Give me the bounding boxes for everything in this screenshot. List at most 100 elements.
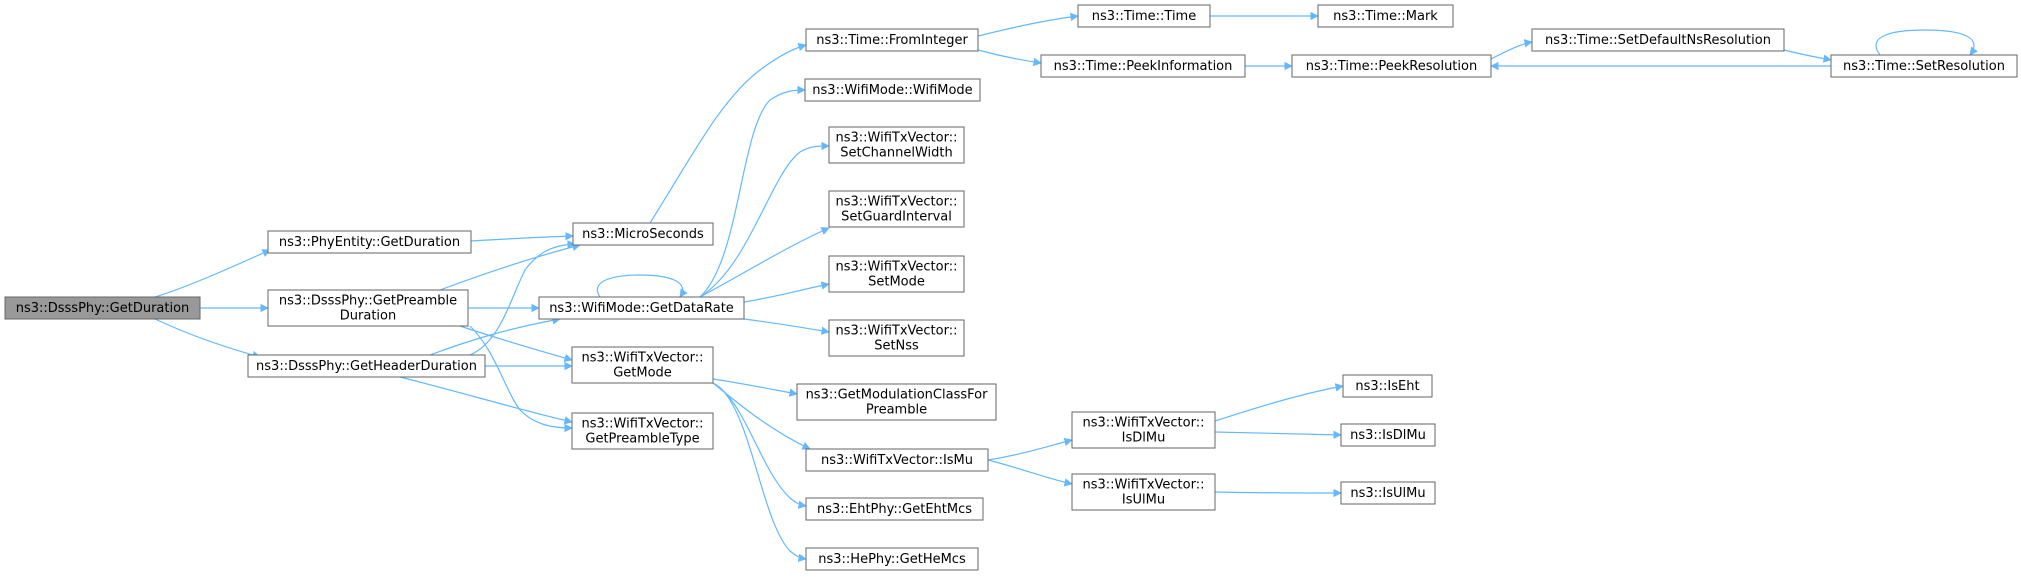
edge-getpreambleduration-to-getmode	[459, 325, 573, 362]
node-box[interactable]	[1340, 423, 1436, 447]
node-label-line: ns3::WifiMode::GetDataRate	[549, 301, 734, 316]
node-label-line: ns3::IsUlMu	[1350, 486, 1425, 501]
node-box[interactable]	[805, 448, 989, 472]
edge-getdatarate-to-getdatarate	[596, 274, 688, 298]
node-box[interactable]	[828, 319, 965, 357]
node-box[interactable]	[805, 497, 984, 521]
node-getmode[interactable]: ns3::WifiTxVector::GetMode	[571, 346, 714, 384]
node-label-line: ns3::EhtPhy::GetEhtMcs	[817, 502, 972, 517]
node-iseht[interactable]: ns3::IsEht	[1342, 374, 1433, 398]
node-time_ctor[interactable]: ns3::Time::Time	[1077, 4, 1211, 28]
node-box[interactable]	[1040, 54, 1246, 78]
node-getduration_root[interactable]: ns3::DsssPhy::GetDuration	[4, 296, 201, 320]
node-box[interactable]	[828, 190, 965, 228]
node-getehtmcs[interactable]: ns3::EhtPhy::GetEhtMcs	[805, 497, 984, 521]
edge-getpreambleduration-to-getpreambletype	[469, 325, 573, 433]
node-label-line: ns3::Time::Time	[1092, 9, 1196, 24]
edge-frominteger-to-time_ctor	[977, 12, 1079, 37]
node-microseconds[interactable]: ns3::MicroSeconds	[572, 222, 714, 246]
node-box[interactable]	[1342, 374, 1433, 398]
node-label-line: IsUlMu	[1122, 493, 1165, 508]
node-ismu[interactable]: ns3::WifiTxVector::IsMu	[805, 448, 989, 472]
node-box[interactable]	[1291, 54, 1492, 78]
node-box[interactable]	[804, 78, 981, 102]
node-box[interactable]	[247, 354, 486, 378]
node-peekinformation[interactable]: ns3::Time::PeekInformation	[1040, 54, 1246, 78]
edge-getmode-to-getehtmcs	[712, 382, 807, 509]
node-getdatarate[interactable]: ns3::WifiMode::GetDataRate	[538, 296, 745, 320]
edge-getdatarate-to-setmode	[743, 281, 830, 303]
node-getheaderduration[interactable]: ns3::DsssPhy::GetHeaderDuration	[247, 354, 486, 378]
node-label-line: IsDlMu	[1122, 431, 1166, 446]
node-box[interactable]	[571, 412, 714, 450]
edges-layer	[154, 11, 1978, 562]
node-isulmu_free[interactable]: ns3::IsUlMu	[1340, 481, 1436, 505]
node-phyentity_getduration[interactable]: ns3::PhyEntity::GetDuration	[267, 230, 472, 254]
node-label-line: ns3::PhyEntity::GetDuration	[279, 235, 460, 250]
node-frominteger[interactable]: ns3::Time::FromInteger	[805, 28, 979, 52]
edge-peekresolution-to-setdefaultnsresolution	[1490, 39, 1533, 60]
node-label-line: ns3::WifiTxVector::	[1082, 416, 1204, 431]
node-label-line: GetPreambleType	[585, 432, 699, 447]
node-box[interactable]	[267, 230, 472, 254]
node-label-line: ns3::WifiTxVector::	[835, 195, 957, 210]
node-setchannelwidth[interactable]: ns3::WifiTxVector::SetChannelWidth	[828, 126, 965, 164]
node-box[interactable]	[796, 383, 997, 421]
node-setmode[interactable]: ns3::WifiTxVector::SetMode	[828, 255, 965, 293]
node-box[interactable]	[805, 547, 979, 571]
node-label-line: SetChannelWidth	[840, 146, 953, 161]
node-setdefaultnsresolution[interactable]: ns3::Time::SetDefaultNsResolution	[1531, 28, 1785, 52]
edge-getdatarate-to-wifimode_ctor	[699, 85, 806, 298]
node-label-line: Preamble	[866, 403, 927, 418]
node-setresolution[interactable]: ns3::Time::SetResolution	[1830, 54, 2018, 78]
node-box[interactable]	[572, 222, 714, 246]
edge-isulmu-to-isulmu_free	[1214, 488, 1342, 498]
node-label-line: ns3::WifiMode::WifiMode	[812, 83, 972, 98]
node-box[interactable]	[571, 346, 714, 384]
node-label-line: ns3::WifiTxVector::	[835, 131, 957, 146]
edge-getheaderduration-to-microseconds	[469, 240, 576, 356]
edge-isdlmu-to-isdlmu_free	[1214, 430, 1342, 439]
node-wifimode_ctor[interactable]: ns3::WifiMode::WifiMode	[804, 78, 981, 102]
node-isulmu[interactable]: ns3::WifiTxVector::IsUlMu	[1071, 473, 1216, 511]
node-peekresolution[interactable]: ns3::Time::PeekResolution	[1291, 54, 1492, 78]
node-box[interactable]	[1317, 4, 1454, 28]
node-label-line: ns3::WifiTxVector::	[835, 324, 957, 339]
node-label-line: SetGuardInterval	[841, 210, 952, 225]
node-box[interactable]	[1071, 473, 1216, 511]
node-label-line: ns3::Time::SetResolution	[1843, 59, 2005, 74]
node-label-line: ns3::WifiTxVector::IsMu	[821, 453, 973, 468]
node-isdlmu_free[interactable]: ns3::IsDlMu	[1340, 423, 1436, 447]
node-label-line: ns3::GetModulationClassFor	[806, 388, 989, 403]
node-box[interactable]	[538, 296, 745, 320]
node-box[interactable]	[1071, 411, 1216, 449]
node-isdlmu[interactable]: ns3::WifiTxVector::IsDlMu	[1071, 411, 1216, 449]
node-label-line: ns3::Time::FromInteger	[816, 33, 968, 48]
edge-setdefaultnsresolution-to-setresolution	[1783, 49, 1832, 63]
node-box[interactable]	[828, 255, 965, 293]
edge-isdlmu-to-iseht	[1214, 383, 1344, 422]
node-label-line: ns3::WifiTxVector::	[1082, 478, 1204, 493]
node-box[interactable]	[4, 296, 201, 320]
node-gethemcs[interactable]: ns3::HePhy::GetHeMcs	[805, 547, 979, 571]
node-setnss[interactable]: ns3::WifiTxVector::SetNss	[828, 319, 965, 357]
edge-getdatarate-to-setchannelwidth	[699, 141, 830, 298]
node-label-line: ns3::WifiTxVector::	[835, 260, 957, 275]
node-box[interactable]	[1830, 54, 2018, 78]
edge-getmode-to-ismu	[712, 382, 811, 450]
node-box[interactable]	[805, 28, 979, 52]
node-box[interactable]	[1340, 481, 1436, 505]
node-box[interactable]	[267, 289, 469, 327]
node-setguardinterval[interactable]: ns3::WifiTxVector::SetGuardInterval	[828, 190, 965, 228]
node-box[interactable]	[1077, 4, 1211, 28]
nodes-layer: ns3::DsssPhy::GetDuration ns3::PhyEntity:…	[4, 4, 2018, 571]
node-getpreambletype[interactable]: ns3::WifiTxVector::GetPreambleType	[571, 412, 714, 450]
node-time_mark[interactable]: ns3::Time::Mark	[1317, 4, 1454, 28]
node-box[interactable]	[1531, 28, 1785, 52]
node-box[interactable]	[828, 126, 965, 164]
node-label-line: ns3::Time::SetDefaultNsResolution	[1545, 33, 1771, 48]
